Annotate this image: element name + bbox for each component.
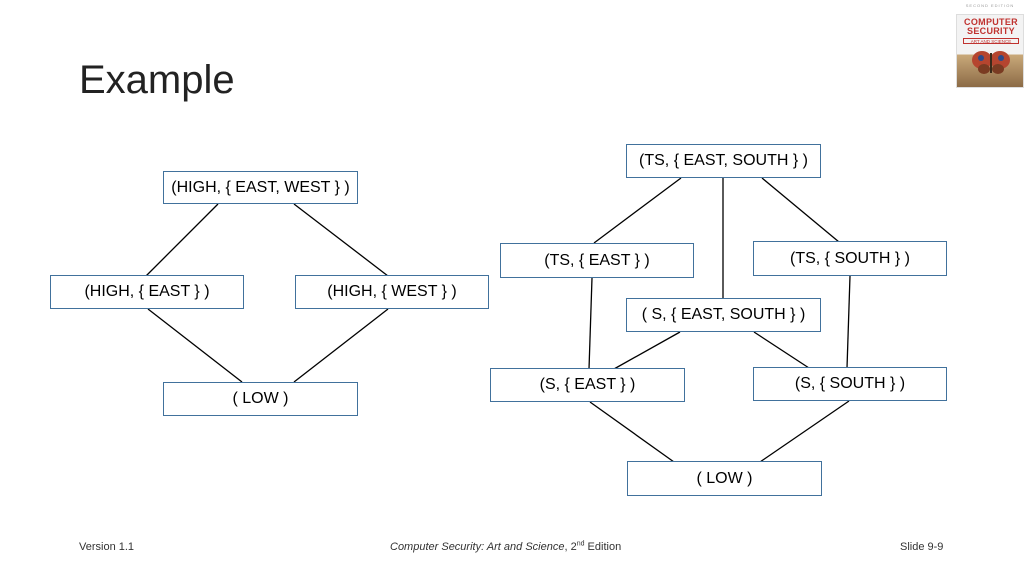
book-cover-image: COMPUTER SECURITY ART AND SCIENCE bbox=[956, 14, 1024, 88]
footer-edition-word: Edition bbox=[584, 541, 622, 553]
footer-book-title: Computer Security: Art and Science, 2nd … bbox=[390, 540, 622, 553]
footer-version: Version 1.1 bbox=[79, 541, 135, 553]
footer-edition-sup: nd bbox=[576, 540, 585, 548]
edge-left-high-ew-high-w bbox=[293, 203, 389, 277]
node-right-ts-south: (TS, { SOUTH } ) bbox=[753, 241, 947, 276]
book-cover-title: COMPUTER SECURITY bbox=[957, 17, 1023, 36]
node-left-low: ( LOW ) bbox=[163, 382, 358, 416]
butterfly-icon bbox=[972, 51, 1010, 74]
edge-right-ts-s-s-s bbox=[846, 275, 851, 369]
edge-right-ts-es-ts-e bbox=[593, 177, 682, 244]
node-right-ts-east: (TS, { EAST } ) bbox=[500, 243, 694, 278]
node-right-s-east-south: ( S, { EAST, SOUTH } ) bbox=[626, 298, 821, 332]
edge-left-high-w-low bbox=[293, 308, 389, 383]
node-right-ts-east-south: (TS, { EAST, SOUTH } ) bbox=[626, 144, 821, 178]
node-right-s-south: (S, { SOUTH } ) bbox=[753, 367, 947, 401]
footer-book-name: Computer Security: Art and Science bbox=[390, 541, 565, 553]
edge-right-ts-e-s-e bbox=[588, 277, 593, 370]
node-left-high-east: (HIGH, { EAST } ) bbox=[50, 275, 244, 309]
book-cover-subtitle: ART AND SCIENCE bbox=[963, 38, 1019, 44]
book-cover-title-line1: COMPUTER bbox=[964, 17, 1018, 27]
book-cover-title-line2: SECURITY bbox=[967, 26, 1015, 36]
node-right-s-east: (S, { EAST } ) bbox=[490, 368, 685, 402]
edge-right-s-s-low bbox=[759, 400, 850, 463]
edge-right-s-es-s-e bbox=[613, 331, 681, 370]
book-cover-edition: SECOND EDITION bbox=[965, 3, 1015, 8]
edge-right-s-es-s-s bbox=[753, 331, 810, 369]
edge-right-s-e-low bbox=[589, 401, 675, 463]
footer-edition-num: 2 bbox=[570, 541, 577, 553]
footer-edition-sep: , bbox=[564, 541, 571, 553]
edge-right-ts-es-ts-s bbox=[761, 177, 840, 243]
node-right-low: ( LOW ) bbox=[627, 461, 822, 496]
node-left-high-east-west: (HIGH, { EAST, WEST } ) bbox=[163, 171, 358, 204]
slide-title: Example bbox=[79, 58, 235, 102]
footer-slide-number: Slide 9-9 bbox=[900, 541, 944, 553]
node-left-high-west: (HIGH, { WEST } ) bbox=[295, 275, 489, 309]
edge-left-high-e-low bbox=[147, 308, 243, 383]
edge-left-high-ew-high-e bbox=[145, 203, 219, 277]
